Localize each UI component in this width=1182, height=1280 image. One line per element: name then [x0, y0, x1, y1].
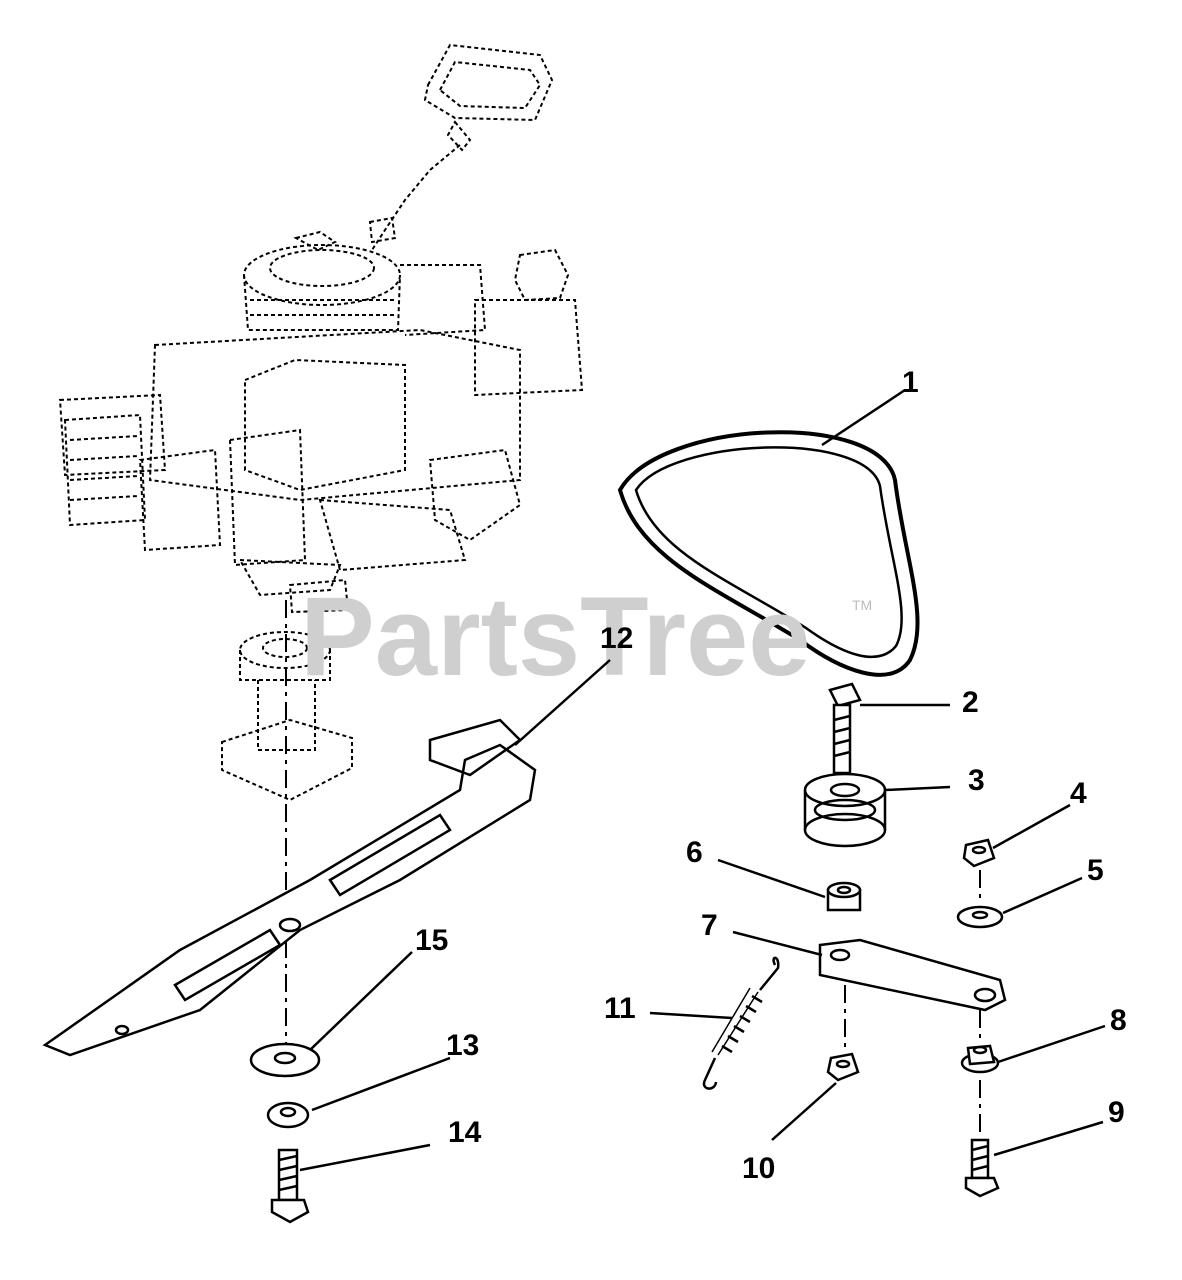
watermark-text: PartsTree [300, 574, 811, 699]
callout-4: 4 [1070, 777, 1087, 810]
leader-15 [309, 951, 413, 1051]
engine-illustration [58, 43, 584, 614]
leader-9 [993, 1120, 1104, 1157]
callout-11: 11 [604, 992, 636, 1025]
callout-1: 1 [902, 366, 919, 399]
pulley-3 [803, 772, 887, 848]
leader-lines [299, 388, 1106, 1172]
belt [617, 430, 920, 677]
bolt-9 [964, 1138, 1000, 1198]
leader-6 [717, 858, 826, 899]
nut-4 [962, 838, 996, 868]
callouts: 1 2 3 4 5 6 7 8 9 10 11 12 13 14 15 [415, 366, 1127, 1185]
bolt-14 [270, 1148, 310, 1224]
callout-13: 13 [446, 1029, 479, 1062]
nut-10 [826, 1052, 860, 1082]
callout-15: 15 [415, 924, 448, 957]
callout-2: 2 [962, 686, 979, 719]
leader-13 [311, 1056, 451, 1112]
spacer-6 [826, 881, 862, 912]
watermark: PartsTree TM [300, 574, 872, 699]
watermark-trademark: TM [852, 597, 872, 613]
callout-7: 7 [701, 909, 718, 942]
leader-3 [884, 785, 951, 792]
lock-washer-13 [266, 1101, 310, 1129]
callout-9: 9 [1108, 1096, 1125, 1129]
leader-1 [821, 388, 906, 447]
callout-6: 6 [686, 836, 703, 869]
idler-arm-7 [818, 938, 1007, 1012]
blade [42, 718, 537, 1057]
callout-12: 12 [600, 622, 633, 655]
leader-11 [649, 1011, 733, 1020]
washer-5 [956, 905, 1004, 929]
callout-8: 8 [1110, 1004, 1127, 1037]
bolt-2 [828, 682, 862, 775]
leader-5 [1002, 876, 1083, 915]
leader-14 [299, 1143, 431, 1172]
callout-3: 3 [968, 764, 985, 797]
spring-11 [702, 956, 780, 1090]
leader-10 [771, 1082, 837, 1141]
callout-14: 14 [448, 1116, 482, 1149]
callout-5: 5 [1087, 854, 1104, 887]
leader-8 [997, 1024, 1106, 1064]
leader-7 [732, 930, 823, 957]
leader-12 [514, 659, 611, 746]
callout-10: 10 [742, 1152, 775, 1185]
nut-8 [960, 1044, 1000, 1074]
washer-15 [249, 1042, 321, 1078]
leader-4 [992, 803, 1071, 850]
